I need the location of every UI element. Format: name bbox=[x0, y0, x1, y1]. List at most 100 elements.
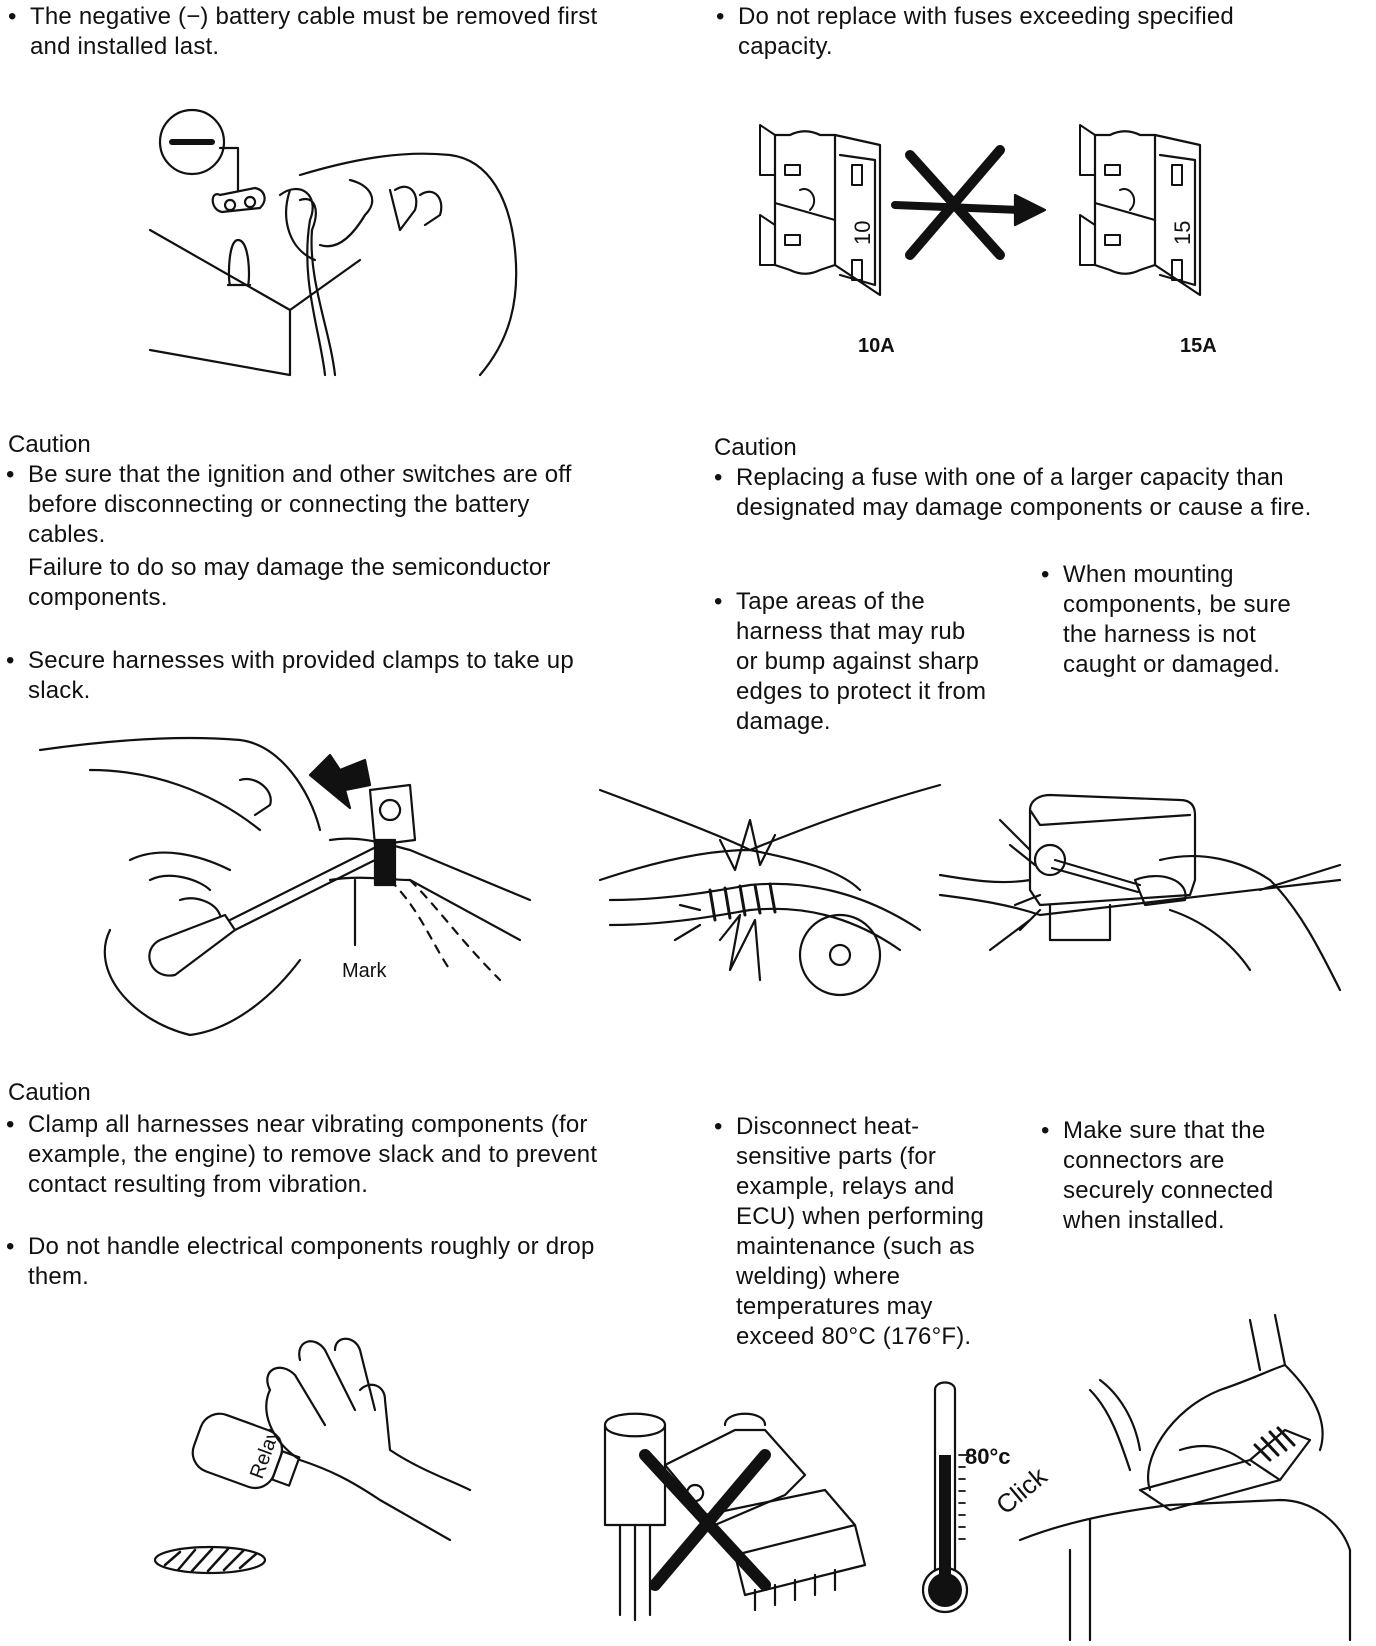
text-line: Clamp all harnesses near vibrating compo… bbox=[28, 1111, 588, 1138]
text-line: slack. bbox=[28, 677, 91, 704]
battery-case bbox=[148, 228, 362, 377]
thermometer-label: 80°c bbox=[965, 1444, 1011, 1469]
relay-component bbox=[191, 1412, 301, 1490]
vibration-clamp-caution: • Clamp all harnesses near vibrating com… bbox=[6, 1110, 598, 1200]
battery-cable bbox=[278, 188, 337, 377]
caution-heading: Caution bbox=[8, 431, 91, 458]
clamp-bracket bbox=[368, 783, 417, 847]
battery-terminal-illustration bbox=[148, 108, 518, 377]
text-line: When mounting bbox=[1063, 561, 1234, 588]
harness-mark bbox=[373, 838, 397, 887]
prohibit-x-icon bbox=[649, 1449, 771, 1591]
screwdriver bbox=[1050, 858, 1187, 907]
mounting-components-instruction: • When mounting components, be sure the … bbox=[1041, 560, 1291, 680]
bullet: • bbox=[6, 647, 15, 674]
handle-components-caution: • Do not handle electrical components ro… bbox=[6, 1232, 595, 1292]
bracket bbox=[1048, 903, 1112, 942]
bullet: • bbox=[1041, 1117, 1050, 1144]
text-line: components. bbox=[28, 584, 168, 611]
fuse-label-15a: 15A bbox=[1180, 335, 1217, 357]
text-line: Secure harnesses with provided clamps to… bbox=[28, 647, 574, 674]
battery-post bbox=[226, 238, 252, 287]
dashed-harness bbox=[388, 878, 502, 982]
chip-legs bbox=[753, 1568, 837, 1612]
text-line: edges to protect it from bbox=[736, 678, 987, 705]
heat-sensitive-parts-illustration bbox=[603, 1412, 867, 1622]
heat-sensitive-instruction: • Disconnect heat- sensitive parts (for … bbox=[714, 1112, 985, 1352]
hand bbox=[1147, 1313, 1324, 1492]
tape-harness-instruction: • Tape areas of the harness that may rub… bbox=[714, 587, 987, 737]
text-line: components, be sure bbox=[1063, 591, 1291, 618]
thermometer-icon bbox=[921, 1381, 970, 1614]
text-line: caught or damaged. bbox=[1063, 651, 1281, 678]
text-line: cables. bbox=[28, 521, 106, 548]
text-line: example, relays and bbox=[736, 1173, 955, 1200]
fuse-label-10a: 10A bbox=[858, 335, 895, 357]
spark-lines bbox=[988, 818, 1042, 952]
bullet: • bbox=[8, 3, 17, 30]
tape-roll-core bbox=[828, 943, 852, 967]
text-line: harness that may rub bbox=[736, 618, 966, 645]
screwdriver bbox=[148, 843, 387, 977]
connector-plug bbox=[1138, 1428, 1312, 1512]
connector-click-illustration bbox=[1018, 1313, 1352, 1642]
screw-hole bbox=[1033, 843, 1067, 877]
harness-line bbox=[608, 882, 922, 952]
bullet: • bbox=[6, 1233, 15, 1260]
harness-clamp-illustration bbox=[38, 736, 532, 1037]
mount-component-illustration bbox=[938, 793, 1342, 992]
shadow-hatch bbox=[163, 1547, 258, 1573]
battery-cable-instruction: • The negative (−) battery cable must be… bbox=[8, 2, 597, 62]
text-line: sensitive parts (for bbox=[736, 1143, 937, 1170]
text-line: securely connected bbox=[1063, 1177, 1274, 1204]
hand bbox=[1158, 854, 1342, 992]
text-line: Do not handle electrical components roug… bbox=[28, 1233, 595, 1260]
text-line: them. bbox=[28, 1263, 90, 1290]
tape-roll bbox=[798, 913, 882, 997]
text-line: Make sure that the bbox=[1063, 1117, 1266, 1144]
bullet: • bbox=[6, 1111, 15, 1138]
spark-lines bbox=[673, 818, 777, 982]
fuse-number-15: 15 bbox=[1170, 221, 1195, 245]
text-line: welding) where bbox=[736, 1263, 901, 1290]
text-line: the harness is not bbox=[1063, 621, 1257, 648]
negative-symbol-circle bbox=[158, 108, 226, 176]
cable-clamp bbox=[211, 186, 266, 214]
text-line: and installed last. bbox=[30, 33, 220, 60]
hand-outline bbox=[285, 152, 518, 377]
fuse-15a bbox=[1079, 124, 1202, 297]
text-line: Replacing a fuse with one of a larger ca… bbox=[736, 464, 1284, 491]
mark-label: Mark bbox=[342, 960, 387, 982]
text-line: designated may damage components or caus… bbox=[736, 494, 1312, 521]
ignition-switch-caution: • Be sure that the ignition and other sw… bbox=[6, 460, 572, 613]
text-line: temperatures may bbox=[736, 1293, 933, 1320]
fuse-capacity-caution: • Replacing a fuse with one of a larger … bbox=[714, 463, 1312, 523]
tape-wrap bbox=[708, 882, 777, 922]
bullet: • bbox=[714, 464, 723, 491]
text-line: Failure to do so may damage the semicond… bbox=[28, 554, 551, 581]
text-line: contact resulting from vibration. bbox=[28, 1171, 369, 1198]
fuse-10a bbox=[759, 124, 882, 297]
text-line: ECU) when performing bbox=[736, 1203, 985, 1230]
hand bbox=[265, 1337, 472, 1542]
hand-upper bbox=[38, 736, 322, 832]
text-line: maintenance (such as bbox=[736, 1233, 975, 1260]
connector-ribs bbox=[1253, 1426, 1296, 1462]
drop-shadow bbox=[153, 1545, 267, 1575]
text-line: example, the engine) to remove slack and… bbox=[28, 1141, 598, 1168]
bullet: • bbox=[714, 1113, 723, 1140]
connector-housing bbox=[1018, 1498, 1352, 1642]
text-line: when installed. bbox=[1063, 1207, 1225, 1234]
text-line: connectors are bbox=[1063, 1147, 1225, 1174]
caution-heading: Caution bbox=[714, 434, 797, 461]
text-line: Do not replace with fuses exceeding spec… bbox=[738, 3, 1234, 30]
connector-instruction: • Make sure that the connectors are secu… bbox=[1041, 1116, 1274, 1236]
text-line: or bump against sharp bbox=[736, 648, 980, 675]
do-not-replace-arrow bbox=[891, 145, 1047, 260]
text-line: capacity. bbox=[738, 33, 833, 60]
fuse-comparison-illustration: 10 15 bbox=[759, 124, 1202, 297]
fuse-number-10: 10 bbox=[850, 221, 875, 245]
relay-label: Relay bbox=[246, 1426, 284, 1482]
harness-clamp-instruction: • Secure harnesses with provided clamps … bbox=[6, 646, 574, 706]
click-lines bbox=[1088, 1378, 1142, 1472]
